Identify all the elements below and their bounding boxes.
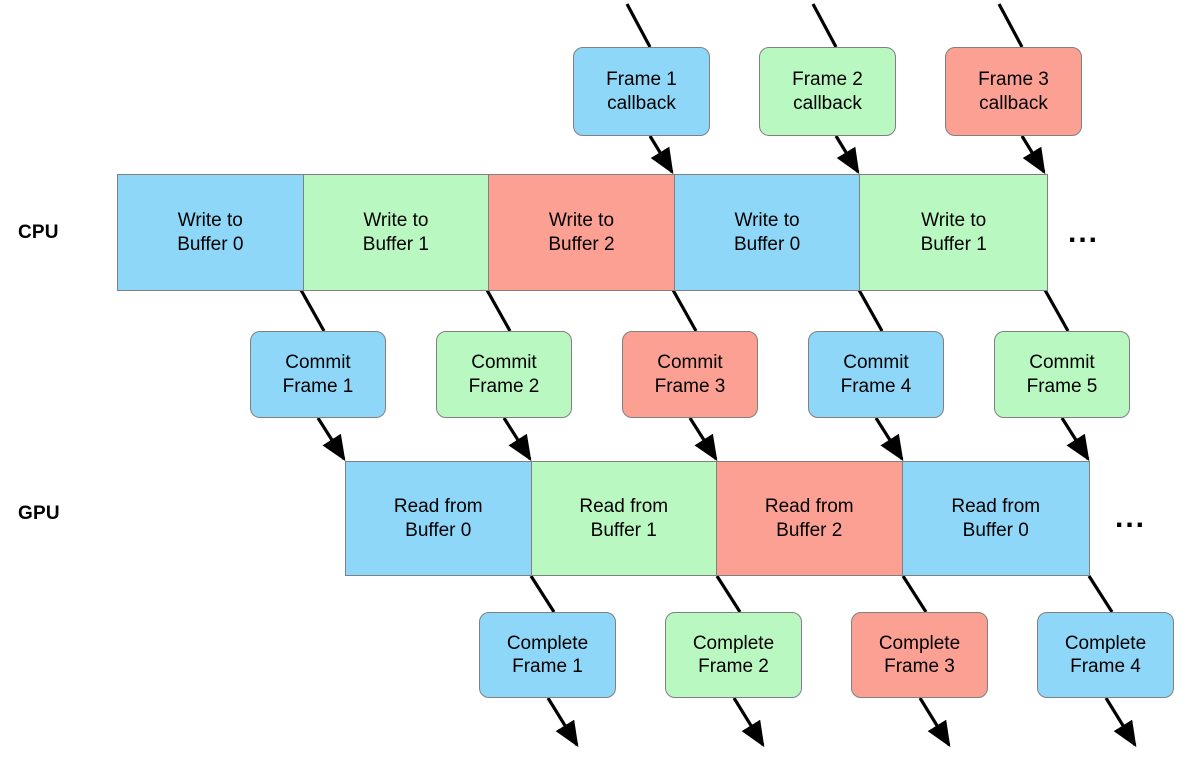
node-line-2: callback [979, 92, 1048, 114]
segment-line-1: Read from [764, 496, 854, 518]
segment-line-2: Buffer 2 [776, 519, 843, 541]
edge-cpu-to-commit-1 [299, 289, 326, 332]
node-frame-callback-3[interactable]: Frame 3 callback [945, 47, 1082, 136]
segment-line-2: Buffer 2 [548, 233, 615, 255]
node-commit-frame-2[interactable]: Commit Frame 2 [436, 331, 572, 418]
node-complete-frame-4[interactable]: Complete Frame 4 [1037, 612, 1174, 698]
edge-callback-2-to-cpu [834, 135, 860, 175]
edge-commit-2-to-gpu [502, 417, 532, 462]
segment-line-2: Buffer 1 [362, 233, 429, 255]
node-complete-frame-1[interactable]: Complete Frame 1 [479, 612, 616, 698]
edge-gpu-to-complete-4 [1087, 575, 1114, 613]
cpu-lane: Write to Buffer 0 Write to Buffer 1 Writ… [117, 174, 1048, 291]
node-commit-frame-5[interactable]: Commit Frame 5 [994, 331, 1130, 418]
node-complete-frame-2[interactable]: Complete Frame 2 [665, 612, 802, 698]
node-commit-frame-3[interactable]: Commit Frame 3 [622, 331, 758, 418]
segment-line-1: Write to [177, 210, 243, 232]
segment-line-1: Read from [951, 496, 1041, 518]
segment-line-2: Buffer 1 [920, 233, 987, 255]
segment-line-1: Write to [548, 210, 615, 232]
node-line-1: Complete [878, 632, 961, 654]
gpu-lane: Read from Buffer 0 Read from Buffer 1 Re… [345, 461, 1090, 576]
segment-line-2: Buffer 0 [962, 519, 1029, 541]
gpu-segment-3[interactable]: Read from Buffer 2 [717, 462, 903, 575]
edge-complete-3-out [918, 697, 951, 748]
cpu-segment-2[interactable]: Write to Buffer 1 [303, 175, 490, 290]
cpu-segment-4[interactable]: Write to Buffer 0 [674, 175, 861, 290]
gpu-segment-1[interactable]: Read from Buffer 0 [346, 462, 532, 575]
cpu-lane-continuation: ... [1068, 216, 1100, 249]
edge-callback-1-to-cpu [648, 135, 674, 175]
cpu-segment-3[interactable]: Write to Buffer 2 [489, 175, 675, 290]
cpu-segment-5[interactable]: Write to Buffer 1 [860, 175, 1047, 290]
node-line-2: Frame 4 [1070, 656, 1141, 677]
node-line-1: Commit [1029, 352, 1095, 374]
node-line-2: Frame 2 [468, 375, 540, 397]
node-line-2: Frame 2 [698, 656, 769, 677]
segment-line-1: Write to [363, 210, 429, 232]
node-line-2: Frame 1 [512, 656, 583, 677]
edge-complete-2-out [732, 697, 765, 748]
segment-line-1: Write to [734, 210, 800, 232]
node-line-1: Complete [692, 632, 775, 654]
segment-line-1: Read from [579, 496, 669, 518]
gpu-segment-4[interactable]: Read from Buffer 0 [902, 462, 1089, 575]
node-line-2: callback [607, 92, 676, 114]
node-line-1: Commit [471, 352, 537, 374]
edge-in-callback-1 [625, 3, 652, 48]
row-label-gpu: GPU [18, 503, 60, 524]
node-line-1: Commit [843, 352, 909, 374]
edge-commit-5-to-gpu [1060, 417, 1090, 462]
edge-gpu-to-complete-2 [715, 575, 742, 613]
node-line-2: Frame 5 [1026, 375, 1098, 397]
edge-cpu-to-commit-3 [671, 289, 698, 332]
node-line-1: Frame 3 [978, 69, 1049, 91]
edge-complete-4-out [1104, 697, 1137, 748]
node-frame-callback-1[interactable]: Frame 1 callback [573, 47, 710, 136]
node-line-2: Frame 3 [654, 375, 726, 397]
edge-commit-4-to-gpu [874, 417, 904, 462]
cpu-segment-1[interactable]: Write to Buffer 0 [118, 175, 304, 290]
gpu-lane-continuation: ... [1115, 501, 1147, 534]
node-line-1: Commit [285, 352, 351, 374]
node-commit-frame-4[interactable]: Commit Frame 4 [808, 331, 944, 418]
node-line-2: callback [793, 92, 862, 114]
edge-cpu-to-commit-4 [857, 289, 884, 332]
node-line-2: Frame 1 [282, 375, 354, 397]
segment-line-2: Buffer 0 [405, 519, 472, 541]
node-complete-frame-3[interactable]: Complete Frame 3 [851, 612, 988, 698]
node-line-1: Commit [657, 352, 723, 374]
segment-line-1: Read from [393, 496, 483, 518]
gpu-segment-2[interactable]: Read from Buffer 1 [531, 462, 717, 575]
segment-line-2: Buffer 0 [733, 233, 801, 255]
edge-gpu-to-complete-3 [901, 575, 928, 613]
node-line-1: Complete [506, 632, 589, 654]
segment-line-2: Buffer 1 [590, 519, 657, 541]
edge-commit-1-to-gpu [316, 417, 346, 462]
edge-commit-3-to-gpu [688, 417, 718, 462]
node-line-1: Complete [1064, 632, 1147, 654]
node-line-2: Frame 4 [840, 375, 912, 397]
node-line-1: Frame 1 [606, 69, 677, 91]
edge-gpu-to-complete-1 [529, 575, 556, 613]
node-commit-frame-1[interactable]: Commit Frame 1 [250, 331, 386, 418]
edge-cpu-to-commit-5 [1043, 289, 1070, 332]
edge-in-callback-3 [997, 3, 1024, 48]
node-line-1: Frame 2 [792, 69, 863, 91]
segment-line-1: Write to [921, 210, 987, 232]
row-label-cpu: CPU [18, 222, 59, 243]
edge-cpu-to-commit-2 [485, 289, 512, 332]
edge-in-callback-2 [811, 3, 838, 48]
node-frame-callback-2[interactable]: Frame 2 callback [759, 47, 896, 136]
edge-complete-1-out [546, 697, 579, 748]
edge-callback-3-to-cpu [1020, 135, 1046, 175]
segment-line-2: Buffer 0 [177, 233, 244, 255]
node-line-2: Frame 3 [884, 656, 955, 677]
